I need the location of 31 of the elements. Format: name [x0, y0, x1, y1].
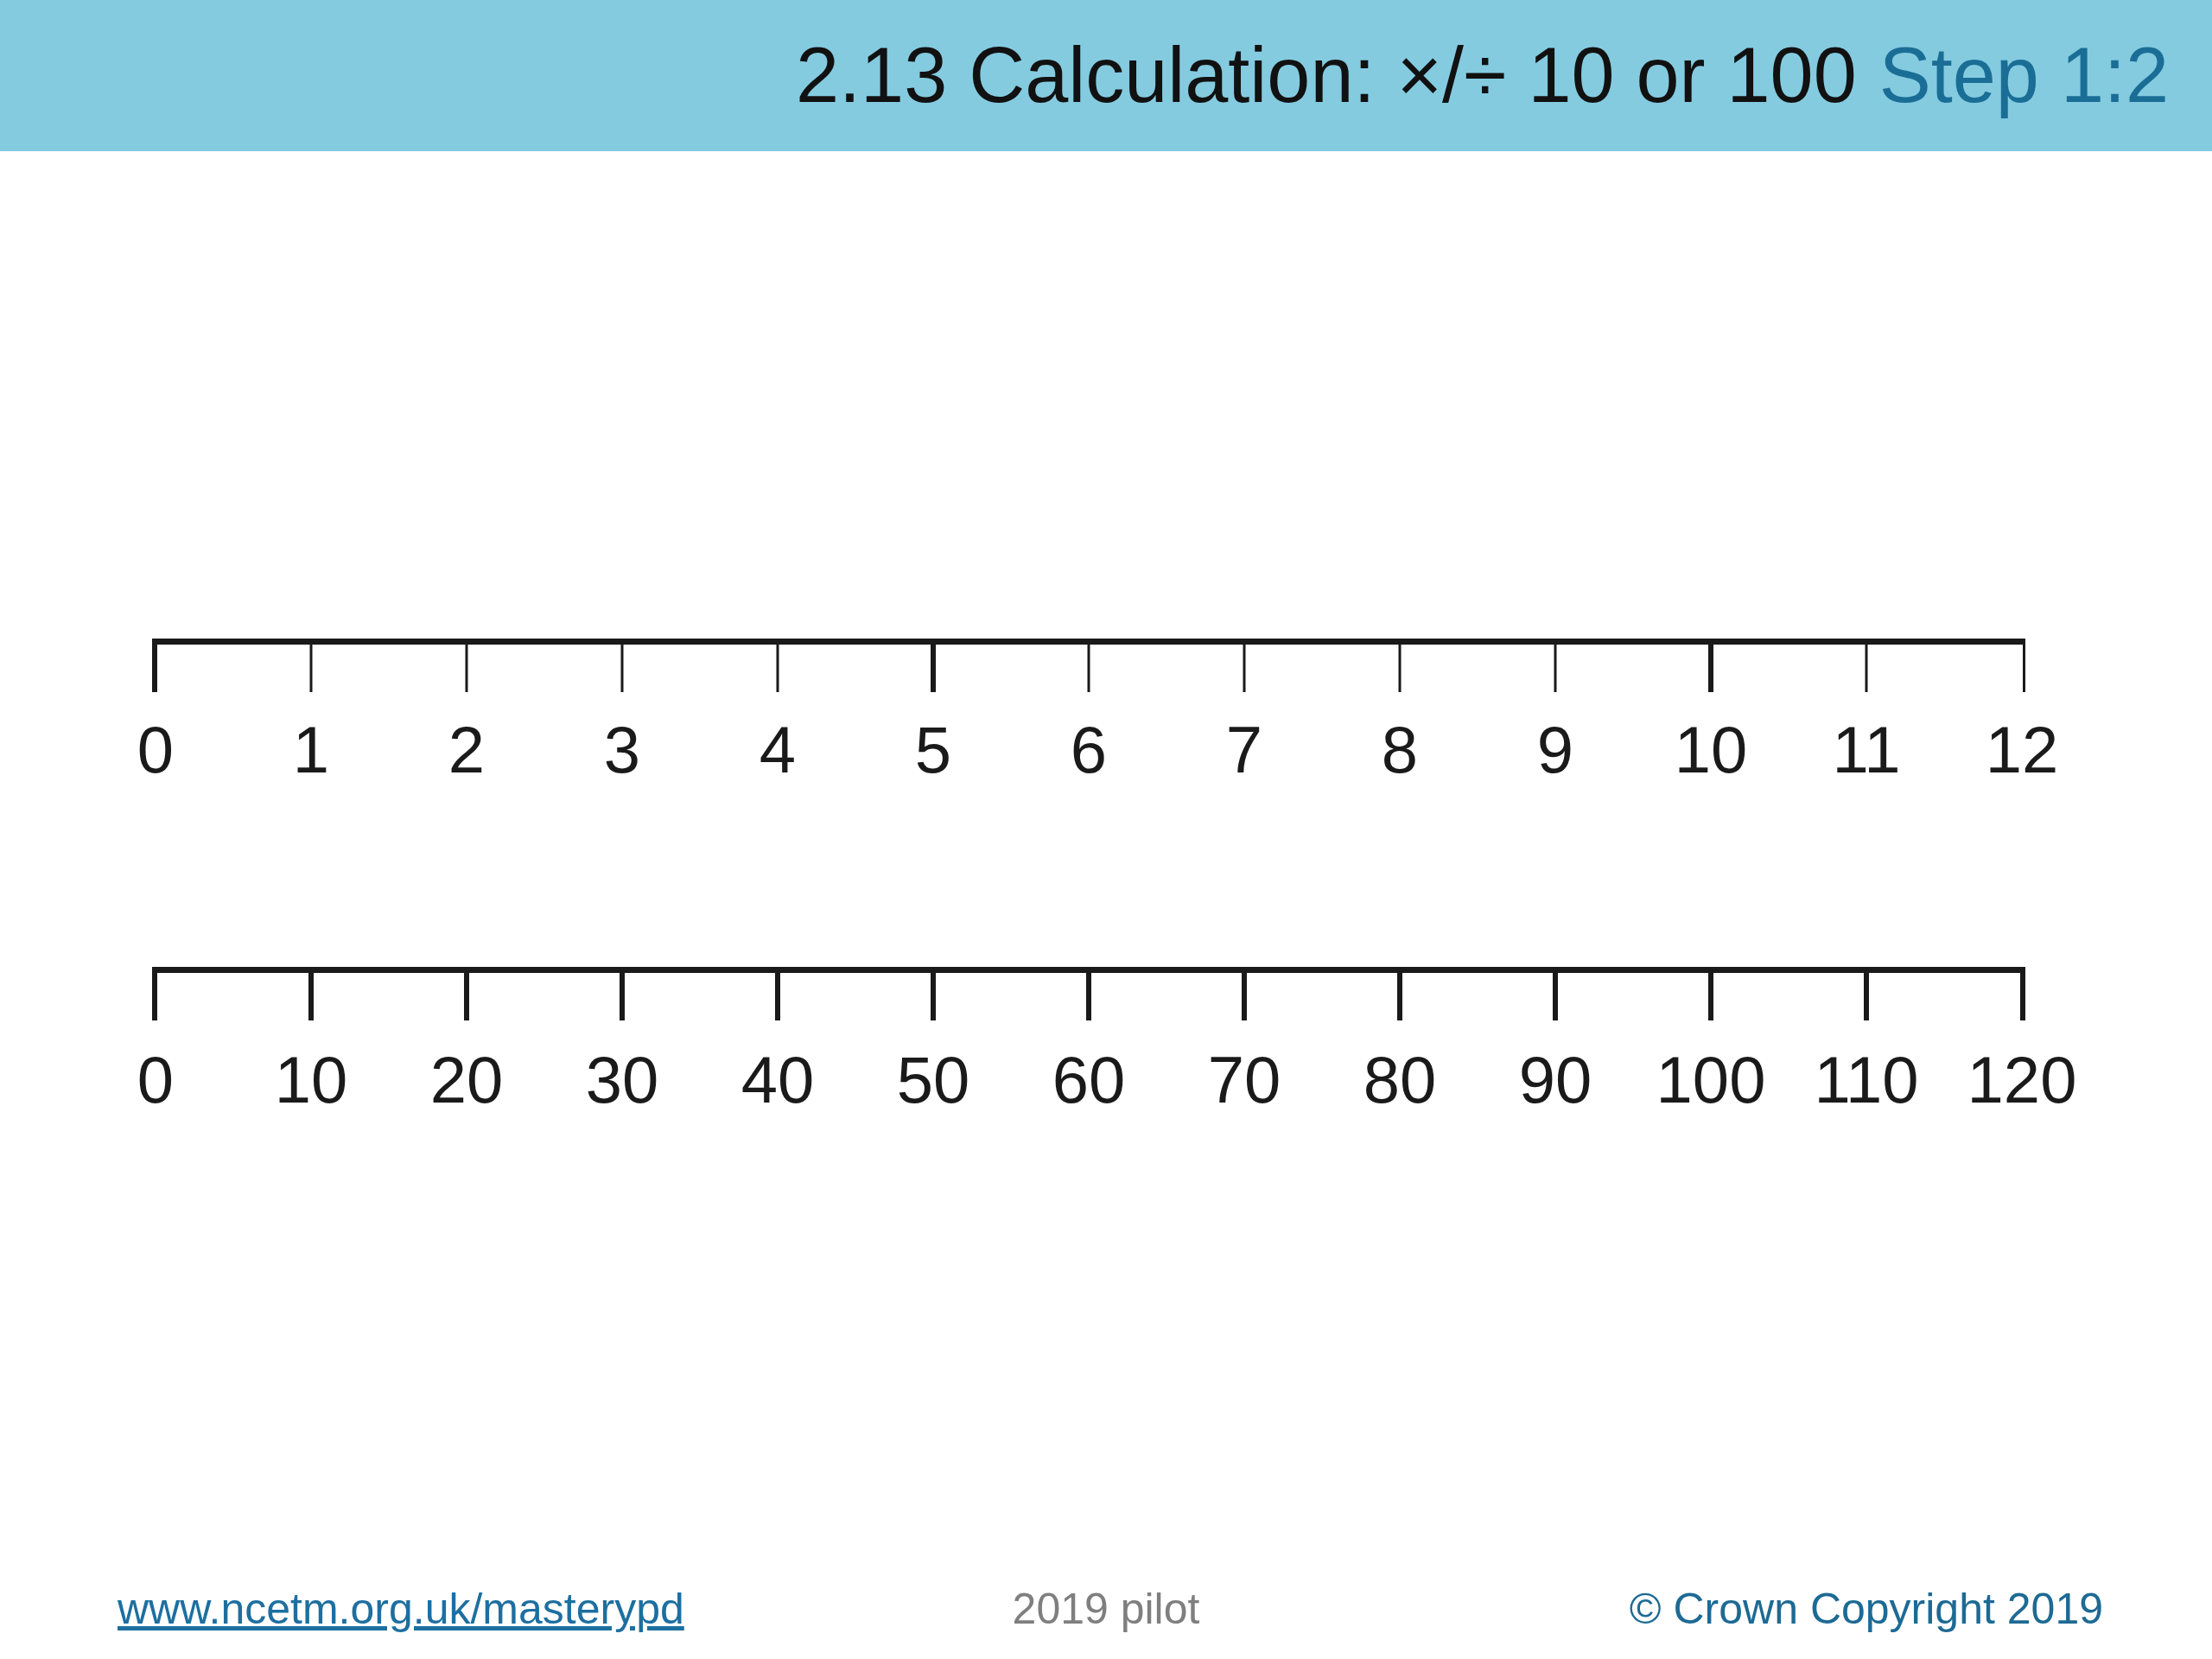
title: 2.13 Calculation: ×/÷ 10 or 100: [796, 33, 1857, 118]
tick-label: 1: [292, 717, 330, 783]
tick-label: 9: [1536, 717, 1574, 783]
tick-label: 60: [1052, 1047, 1126, 1113]
tick-label: 50: [896, 1047, 970, 1113]
tick-label: 110: [1814, 1047, 1919, 1113]
website-link: www.ncetm.org.uk/masterypd: [118, 1584, 684, 1635]
tick-label: 3: [603, 717, 641, 783]
tick-label: 100: [1656, 1047, 1766, 1113]
step-label: Step 1:2: [1878, 33, 2169, 118]
tick-label: 5: [914, 717, 952, 783]
tick-label: 30: [585, 1047, 659, 1113]
tick-label: 0: [137, 1047, 175, 1113]
copyright-notice: © Crown Copyright 2019: [1629, 1584, 2103, 1635]
tick-label: 10: [1674, 717, 1748, 783]
tick-label: 7: [1225, 717, 1263, 783]
tick-label: 40: [741, 1047, 815, 1113]
tick-label: 6: [1070, 717, 1108, 783]
tick-label: 8: [1381, 717, 1419, 783]
tick-label: 12: [1985, 717, 2059, 783]
tick-label: 70: [1207, 1047, 1281, 1113]
tick-label: 120: [1967, 1047, 2077, 1113]
tick-label: 4: [759, 717, 797, 783]
tick-label: 0: [137, 717, 175, 783]
pilot-note: 2019 pilot: [1012, 1584, 1200, 1635]
tick-label: 11: [1832, 717, 1901, 783]
tick-label: 80: [1363, 1047, 1437, 1113]
tick-label: 10: [274, 1047, 348, 1113]
tick-label: 90: [1518, 1047, 1592, 1113]
tick-label: 20: [429, 1047, 504, 1113]
tick-label: 2: [448, 717, 486, 783]
